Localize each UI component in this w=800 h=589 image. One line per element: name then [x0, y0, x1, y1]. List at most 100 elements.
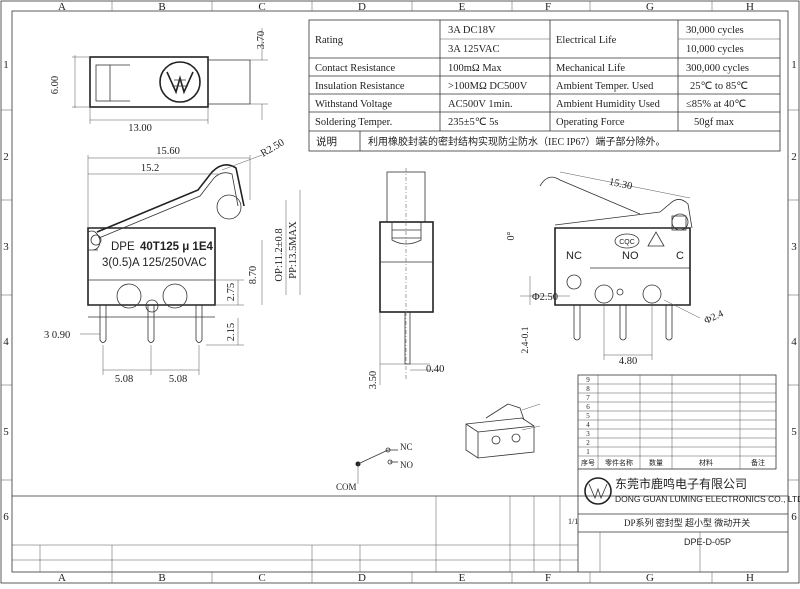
dim-front-h3: 8.70 — [248, 266, 259, 284]
front-mount-hole-left — [116, 283, 142, 309]
front-pin-2 — [147, 305, 155, 343]
parts-row-6: 6 — [586, 403, 590, 411]
row-label-2-right: 2 — [791, 151, 797, 163]
col-label-h-bottom: H — [746, 572, 754, 584]
dim-front-radius: R2.50 — [259, 137, 286, 159]
parts-header-material: 材料 — [699, 458, 713, 467]
logo-mark — [166, 71, 194, 95]
parts-header-qty: 数量 — [649, 458, 663, 467]
col-label-a-bottom: A — [58, 572, 66, 584]
spec-value-operating-force: 50gf max — [694, 117, 735, 128]
col-label-h: H — [746, 1, 754, 13]
spec-value-rating-dc: 3A DC18V — [448, 25, 496, 36]
dim-front-left: 3 0.90 — [44, 330, 70, 341]
front-lever — [96, 164, 245, 233]
col-label-e-bottom: E — [459, 572, 466, 584]
dim-front-total: 15.60 — [156, 146, 180, 157]
right-cert: CQC — [619, 239, 635, 246]
col-label-a: A — [58, 1, 66, 13]
dim-front-body: 15.2 — [141, 163, 159, 174]
col-label-d-bottom: D — [358, 572, 366, 584]
warning-mark — [647, 231, 665, 247]
schem-no: NO — [400, 460, 413, 470]
spec-label-ambient-temp: Ambient Temper. Used — [556, 81, 654, 92]
row-labels: 1 2 3 4 5 6 1 2 3 4 5 6 — [3, 59, 797, 523]
company-name-en: DONG GUAN LUMING ELECTRONICS CO., LTD. — [615, 494, 800, 504]
dim-top-side: 3.70 — [256, 31, 267, 49]
dim-top-width: 13.00 — [128, 123, 152, 134]
top-view: 6.00 3.70 13.00 — [50, 28, 268, 134]
parts-row-9: 9 — [586, 376, 590, 384]
front-pin-3 — [195, 305, 203, 343]
row-label-6-right: 6 — [791, 511, 797, 523]
spec-label-electrical-life: Electrical Life — [556, 35, 617, 46]
column-labels: A B C D E F G H A B C D E F G H — [58, 1, 754, 584]
dim-front-op: OP:11.2±0.8 — [274, 228, 285, 281]
spec-value-ambient-temp: 25℃ to 85℃ — [690, 81, 748, 92]
dim-side-pin: 3.50 — [368, 371, 379, 389]
col-label-c-bottom: C — [258, 572, 265, 584]
parts-row-4: 4 — [586, 421, 590, 429]
spec-label-operating-force: Operating Force — [556, 117, 625, 128]
marking-rating: 40T125 μ 1E4 — [140, 241, 213, 253]
spec-value-electrical-life-ac: 10,000 cycles — [686, 44, 744, 55]
front-mount-hole-right — [162, 283, 188, 309]
dim-right-hole2: Φ2.4 — [703, 308, 726, 326]
parts-header-no: 序号 — [581, 458, 595, 467]
spec-value-insulation: >100MΩ DC500V — [448, 81, 528, 92]
parts-row-3: 3 — [586, 430, 590, 438]
col-label-g-bottom: G — [646, 572, 654, 584]
spec-note-text: 利用橡胶封装的密封结构实现防尘防水（IEC IP67）端子部分除外。 — [368, 135, 666, 148]
spec-label-withstand-voltage: Withstand Voltage — [315, 99, 392, 110]
row-label-5: 5 — [3, 426, 9, 438]
col-label-e: E — [459, 1, 466, 13]
dim-right-tol: 2.4-0.1 — [521, 326, 531, 353]
right-label-nc: NC — [566, 250, 582, 262]
iso-view — [465, 403, 541, 459]
spec-value-electrical-life-dc: 30,000 cycles — [686, 25, 744, 36]
dim-front-h2: 2.15 — [226, 323, 237, 341]
dim-front-h1: 2.75 — [226, 283, 237, 301]
side-view: 3.50 0.40 — [368, 168, 444, 389]
row-label-3-right: 3 — [791, 241, 797, 253]
spec-value-contact-resistance: 100mΩ Max — [448, 63, 502, 74]
parts-row-8: 8 — [586, 385, 590, 393]
dim-front-pitch2: 5.08 — [169, 374, 187, 385]
front-view: DPE 40T125 μ 1E4 3(0.5)A 125/250VAC 15.6… — [44, 137, 301, 385]
company-logo — [584, 477, 612, 505]
col-label-b-bottom: B — [158, 572, 165, 584]
dim-front-pitch1: 5.08 — [115, 374, 133, 385]
spec-label-ambient-humidity: Ambient Humidity Used — [556, 99, 661, 110]
spec-value-withstand-voltage: AC500V 1min. — [448, 99, 513, 110]
row-label-4: 4 — [3, 336, 9, 348]
spec-value-ambient-humidity: ≤85% at 40℃ — [686, 99, 746, 110]
parts-header-name: 零件名称 — [605, 458, 633, 467]
spec-value-soldering: 235±5℃ 5s — [448, 117, 499, 128]
dim-right-lever: 15.30 — [608, 177, 633, 193]
company-name-cn: 东莞市鹿鸣电子有限公司 — [615, 476, 747, 491]
spec-table: Rating 3A DC18V 3A 125VAC Electrical Lif… — [308, 19, 781, 152]
spec-label-insulation: Insulation Resistance — [315, 81, 405, 92]
dim-right-hole: Φ2.50 — [532, 292, 558, 303]
drawing-scale: 1/1 — [568, 517, 578, 526]
schem-nc: NC — [400, 442, 413, 452]
right-label-no: NO — [622, 250, 639, 262]
dim-front-pp: PP:13.5MAX — [288, 221, 299, 279]
marking-brand: DPE — [111, 241, 135, 253]
product-name: DP系列 密封型 超小型 微动开关 — [624, 517, 750, 528]
marking-current: 3(0.5)A 125/250VAC — [102, 257, 207, 269]
row-label-1: 1 — [3, 59, 9, 71]
col-label-d: D — [358, 1, 366, 13]
col-label-c: C — [258, 1, 265, 13]
parts-row-2: 2 — [586, 439, 590, 447]
drawing-number: DPE-D-05P — [684, 537, 731, 547]
spec-label-mechanical-life: Mechanical Life — [556, 63, 625, 74]
spec-label-contact-resistance: Contact Resistance — [315, 63, 396, 74]
col-label-f: F — [545, 1, 551, 13]
spec-note-label: 说明 — [316, 135, 337, 148]
row-label-6: 6 — [3, 511, 9, 523]
dim-side-thickness: 0.40 — [426, 364, 444, 375]
parts-row-7: 7 — [586, 394, 590, 402]
